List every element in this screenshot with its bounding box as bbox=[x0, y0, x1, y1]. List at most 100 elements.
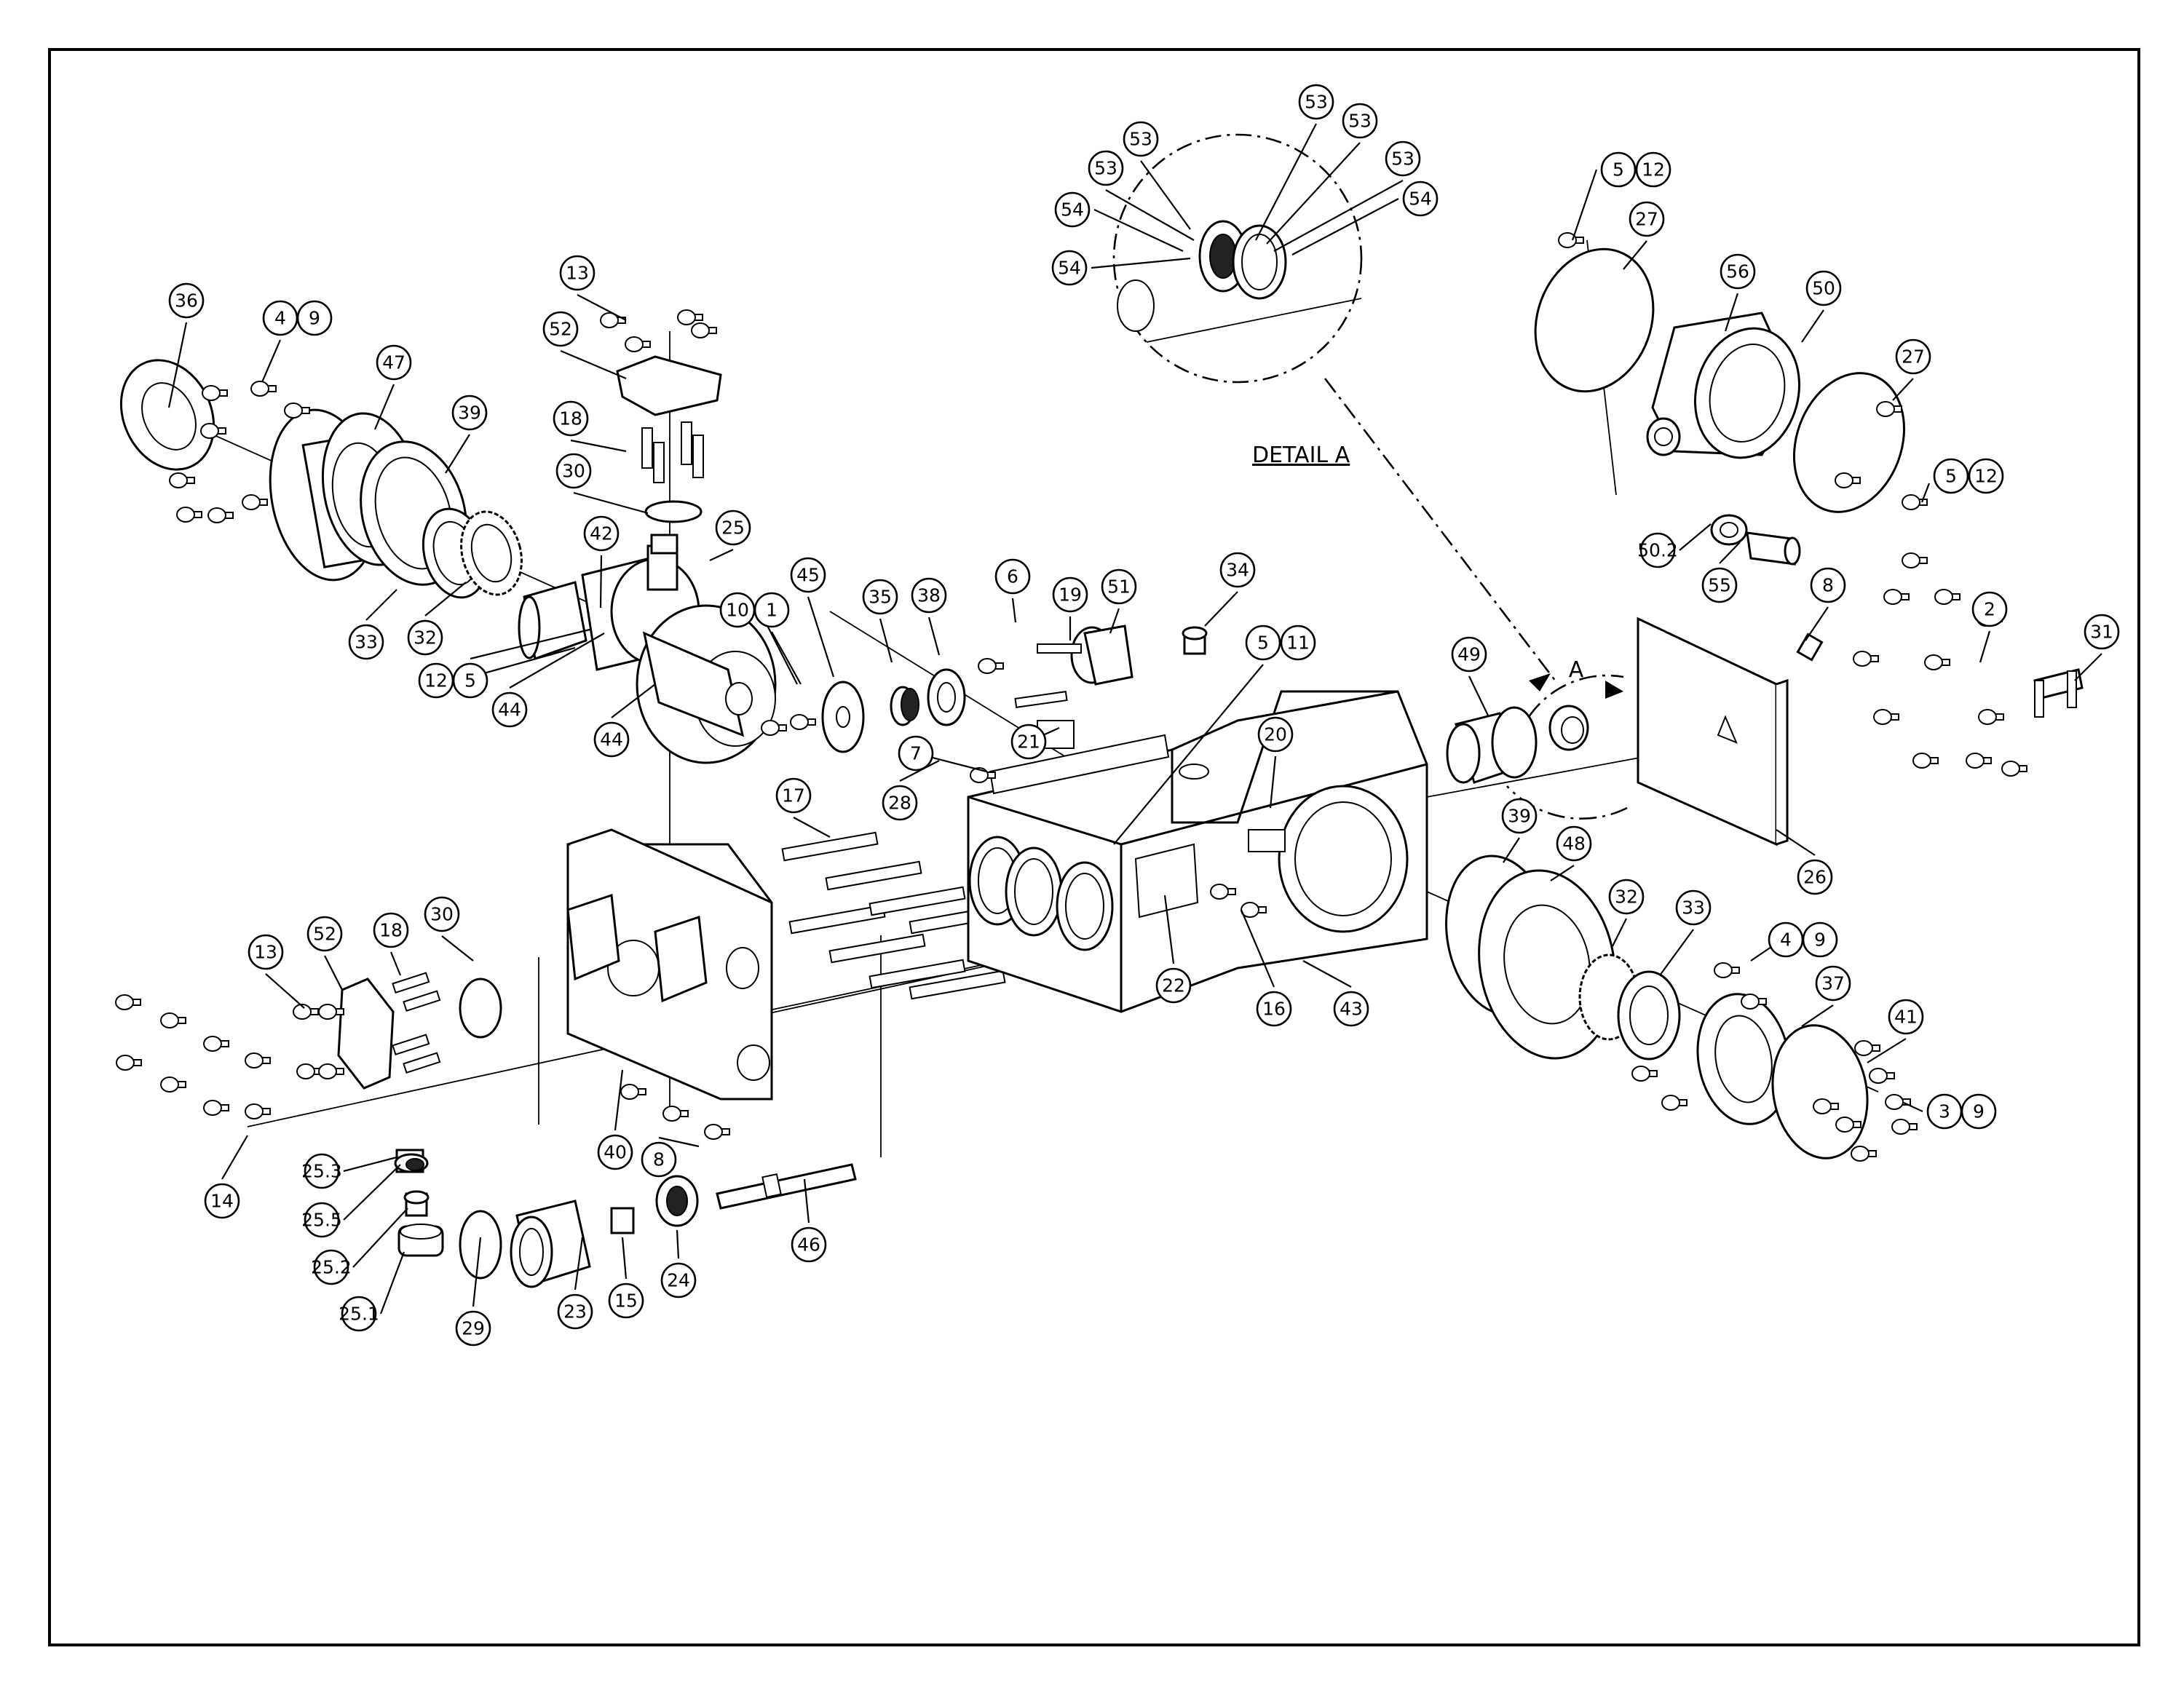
callout-number: 55 bbox=[1708, 575, 1731, 596]
part-33-32-bearing bbox=[422, 507, 523, 599]
callout-number: 12 bbox=[1974, 466, 1998, 487]
callout-number: 5 bbox=[1613, 159, 1624, 181]
leader-line bbox=[424, 582, 467, 616]
fastener bbox=[1891, 1119, 1918, 1135]
callout-number: 30 bbox=[562, 461, 585, 482]
callout-number: 4 bbox=[274, 308, 286, 329]
callout-42: 42 bbox=[583, 515, 620, 552]
callout-number: 47 bbox=[382, 352, 405, 373]
callout-56: 56 bbox=[1720, 253, 1756, 290]
leader-line bbox=[611, 683, 656, 718]
fastener bbox=[1851, 1146, 1877, 1162]
callout-number: 24 bbox=[667, 1270, 690, 1291]
callout-number: 22 bbox=[1162, 975, 1185, 996]
callout-number: 32 bbox=[414, 627, 437, 649]
leader-line bbox=[570, 439, 627, 453]
leader-line bbox=[1093, 209, 1184, 252]
detail-a-view: DETAIL A bbox=[1112, 133, 1559, 685]
part-40-fluid-end-block bbox=[566, 828, 773, 1101]
fastener bbox=[242, 494, 268, 510]
leader-line bbox=[1724, 293, 1739, 332]
leader-line bbox=[2074, 653, 2102, 681]
fastener bbox=[245, 1103, 271, 1119]
callout-50: 50 bbox=[1805, 270, 1842, 306]
fastener bbox=[318, 1004, 344, 1020]
leader-line bbox=[803, 1178, 810, 1224]
fastener bbox=[200, 423, 226, 439]
callout-24: 24 bbox=[660, 1262, 697, 1299]
part-42-crankshaft bbox=[518, 534, 777, 764]
callout-4: 4 bbox=[262, 300, 298, 336]
callout-number: 1 bbox=[766, 600, 778, 621]
callout-number: 8 bbox=[1822, 575, 1834, 596]
leader-lines bbox=[167, 123, 2102, 1315]
fastener bbox=[1714, 962, 1740, 978]
leader-line bbox=[1550, 865, 1575, 881]
leader-line bbox=[365, 589, 397, 621]
callout-21: 21 bbox=[1010, 723, 1047, 760]
callout-25-3: 25.3 bbox=[301, 1153, 342, 1189]
detail-a-label: DETAIL A bbox=[1252, 443, 1350, 468]
callout-number: 45 bbox=[796, 565, 820, 586]
callout-55: 55 bbox=[1701, 567, 1738, 603]
callout-number: 18 bbox=[379, 920, 403, 941]
view-letter-a: A bbox=[1569, 657, 1584, 683]
callout-28: 28 bbox=[882, 785, 918, 821]
leader-line bbox=[441, 935, 474, 962]
callout-number: 5 bbox=[1945, 466, 1957, 487]
callout-50-2: 50.2 bbox=[1637, 532, 1678, 568]
callout-number: 48 bbox=[1562, 833, 1586, 855]
callout-number: 35 bbox=[869, 587, 892, 608]
fastener bbox=[1902, 552, 1928, 568]
callout-number: 25.5 bbox=[301, 1210, 342, 1231]
callout-25-1: 25.1 bbox=[339, 1296, 379, 1332]
fastener bbox=[1873, 709, 1899, 725]
part-50-2-55-bushing-pin bbox=[1710, 514, 1801, 566]
callout-5: 5 bbox=[452, 662, 488, 699]
callout-47: 47 bbox=[376, 344, 412, 381]
callout-39: 39 bbox=[1501, 798, 1538, 834]
callout-number: 9 bbox=[1814, 929, 1826, 951]
part-52-cover-left bbox=[337, 972, 502, 1090]
fastener bbox=[115, 994, 141, 1010]
callout-54: 54 bbox=[1054, 191, 1091, 228]
callout-number: 25.3 bbox=[301, 1161, 342, 1182]
callout-number: 54 bbox=[1409, 189, 1432, 210]
pump-valve-parts bbox=[394, 1149, 857, 1288]
leader-line bbox=[771, 631, 802, 685]
callout-54: 54 bbox=[1051, 250, 1088, 286]
leader-line bbox=[343, 1164, 401, 1221]
callout-number: 32 bbox=[1615, 887, 1638, 908]
leader-line bbox=[1503, 837, 1520, 863]
callout-9: 9 bbox=[296, 300, 333, 336]
leader-line bbox=[1240, 909, 1275, 988]
leader-line bbox=[1255, 123, 1317, 241]
callout-number: 53 bbox=[1129, 129, 1152, 150]
leader-line bbox=[793, 817, 831, 838]
leader-line bbox=[1091, 257, 1191, 269]
part-26-rear-cover bbox=[1637, 616, 1789, 846]
leader-line bbox=[560, 349, 627, 380]
callout-22: 22 bbox=[1155, 967, 1192, 1004]
callout-12: 12 bbox=[418, 662, 454, 699]
callout-number: 25 bbox=[721, 518, 745, 539]
callout-8: 8 bbox=[1810, 567, 1846, 603]
leader-line bbox=[1920, 483, 1931, 503]
callout-38: 38 bbox=[911, 577, 947, 614]
fastener bbox=[160, 1077, 186, 1093]
leader-line bbox=[614, 1069, 624, 1131]
callout-16: 16 bbox=[1256, 991, 1292, 1027]
callout-number: 5 bbox=[1257, 633, 1269, 654]
fastener bbox=[625, 336, 651, 352]
fastener bbox=[176, 507, 202, 523]
callout-number: 53 bbox=[1094, 158, 1117, 179]
callout-number: 9 bbox=[1973, 1101, 1985, 1122]
callout-32: 32 bbox=[1608, 879, 1645, 915]
callout-number: 14 bbox=[210, 1191, 234, 1212]
callout-17: 17 bbox=[775, 777, 812, 814]
callout-5: 5 bbox=[1245, 625, 1281, 661]
callout-52: 52 bbox=[306, 916, 343, 952]
callout-number: 42 bbox=[590, 523, 613, 544]
part-32-33-bearing-right bbox=[1578, 953, 1681, 1060]
